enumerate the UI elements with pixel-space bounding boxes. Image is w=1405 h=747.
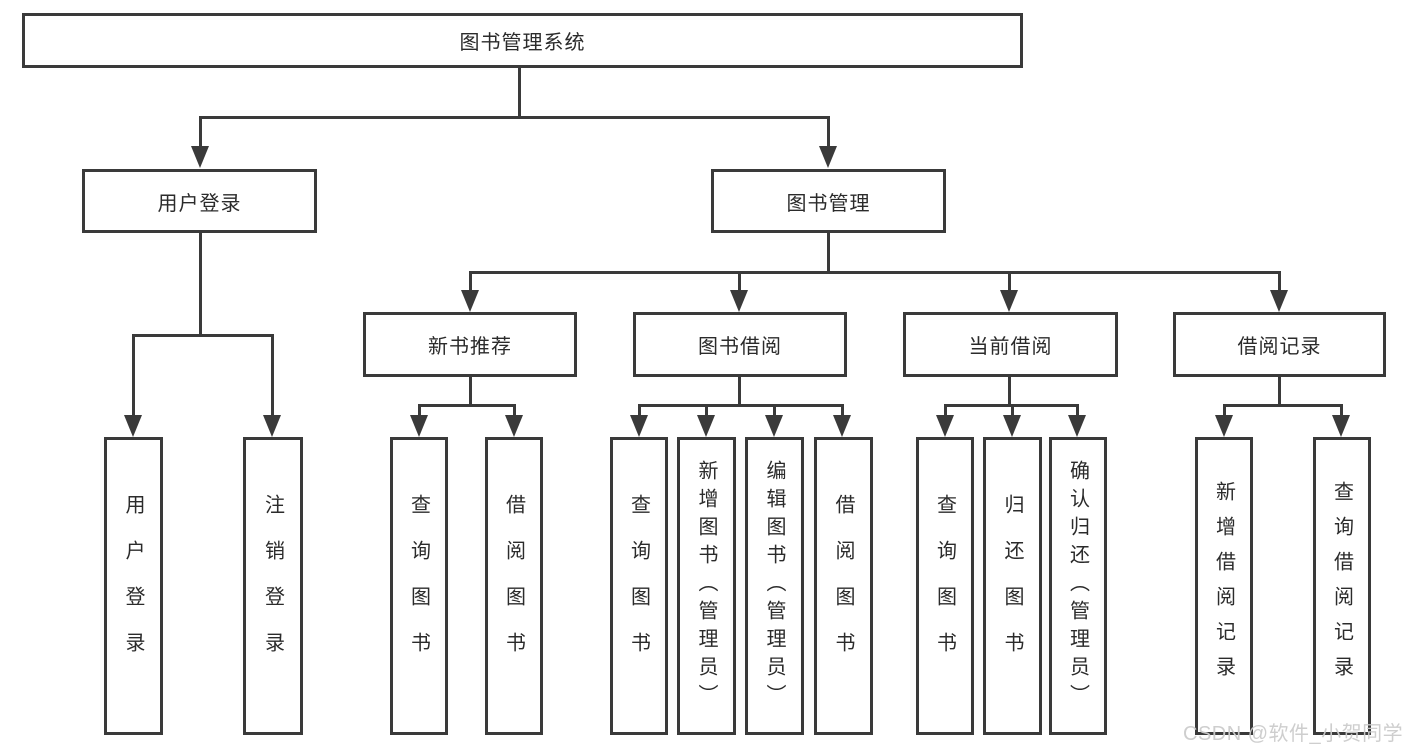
connector-leaf-stem bbox=[1278, 271, 1281, 290]
connector-leaf-stem bbox=[1008, 271, 1011, 290]
connector-leaf-stem bbox=[1340, 404, 1343, 415]
connector-group-bus bbox=[1223, 404, 1343, 407]
arrow-down-icon bbox=[461, 290, 479, 312]
connector-group-stem bbox=[1278, 377, 1281, 407]
connector-leaf-stem bbox=[1011, 404, 1014, 415]
leaf-borrow-books-recommend: 借阅图书 bbox=[485, 437, 543, 735]
connector-leaf-stem bbox=[271, 334, 274, 415]
connector-root-stem bbox=[518, 68, 521, 117]
node-book-management: 图书管理 bbox=[711, 169, 946, 233]
connector-leaf-stem bbox=[1076, 404, 1079, 415]
node-user-login: 用户登录 bbox=[82, 169, 317, 233]
connector-login-bus bbox=[132, 334, 274, 337]
connector-leaf-stem bbox=[944, 404, 947, 415]
leaf-query-books-borrow: 查询图书 bbox=[610, 437, 668, 735]
leaf-user-login: 用户登录 bbox=[104, 437, 163, 735]
leaf-add-borrow-record: 新增借阅记录 bbox=[1195, 437, 1253, 735]
node-current-borrow: 当前借阅 bbox=[903, 312, 1118, 377]
leaf-query-books-current: 查询图书 bbox=[916, 437, 974, 735]
connector-group-bus bbox=[418, 404, 515, 407]
leaf-query-books-recommend: 查询图书 bbox=[390, 437, 448, 735]
arrow-down-icon bbox=[730, 290, 748, 312]
arrow-down-icon bbox=[1270, 290, 1288, 312]
connector-group-stem bbox=[469, 377, 472, 407]
connector-user-login-stem bbox=[199, 116, 202, 147]
arrow-down-icon bbox=[819, 146, 837, 168]
connector-leaf-stem bbox=[705, 404, 708, 415]
csdn-watermark: CSDN @软件_小贺同学 bbox=[1183, 723, 1404, 745]
leaf-logout-login: 注销登录 bbox=[243, 437, 303, 735]
connector-book-mgmt-stem bbox=[827, 116, 830, 147]
arrow-down-icon bbox=[1215, 415, 1233, 437]
arrow-down-icon bbox=[630, 415, 648, 437]
arrow-down-icon bbox=[697, 415, 715, 437]
arrow-down-icon bbox=[765, 415, 783, 437]
connector-leaf-stem bbox=[638, 404, 641, 415]
connector-group-stem bbox=[738, 377, 741, 407]
connector-leaf-stem bbox=[469, 271, 472, 290]
leaf-add-books-admin: 新增图书（管理员） bbox=[677, 437, 736, 735]
node-borrow-records: 借阅记录 bbox=[1173, 312, 1386, 377]
leaf-query-borrow-record: 查询借阅记录 bbox=[1313, 437, 1371, 735]
leaf-borrow-books: 借阅图书 bbox=[814, 437, 873, 735]
connector-leaf-stem bbox=[513, 404, 516, 415]
connector-leaf-stem bbox=[773, 404, 776, 415]
arrow-down-icon bbox=[1003, 415, 1021, 437]
connector-leaf-stem bbox=[841, 404, 844, 415]
arrow-down-icon bbox=[191, 146, 209, 168]
arrow-down-icon bbox=[263, 415, 281, 437]
node-library-management-system: 图书管理系统 bbox=[22, 13, 1023, 68]
connector-leaf-stem bbox=[418, 404, 421, 415]
node-book-borrow: 图书借阅 bbox=[633, 312, 847, 377]
node-new-book-recommend: 新书推荐 bbox=[363, 312, 577, 377]
leaf-confirm-return-admin: 确认归还（管理员） bbox=[1049, 437, 1107, 735]
arrow-down-icon bbox=[1332, 415, 1350, 437]
arrow-down-icon bbox=[1000, 290, 1018, 312]
connector-leaf-stem bbox=[738, 271, 741, 290]
arrow-down-icon bbox=[1068, 415, 1086, 437]
leaf-edit-books-admin: 编辑图书（管理员） bbox=[745, 437, 804, 735]
arrow-down-icon bbox=[833, 415, 851, 437]
connector-group-bus bbox=[638, 404, 844, 407]
arrow-down-icon bbox=[124, 415, 142, 437]
arrow-down-icon bbox=[410, 415, 428, 437]
connector-leaf-stem bbox=[1223, 404, 1226, 415]
connector-root-bus bbox=[199, 116, 830, 119]
arrow-down-icon bbox=[505, 415, 523, 437]
connector-mgmt-bus bbox=[469, 271, 1281, 274]
connector-login-stem bbox=[199, 233, 202, 336]
connector-mgmt-stem bbox=[827, 233, 830, 273]
connector-group-stem bbox=[1008, 377, 1011, 407]
connector-leaf-stem bbox=[132, 334, 135, 415]
leaf-return-books: 归还图书 bbox=[983, 437, 1042, 735]
arrow-down-icon bbox=[936, 415, 954, 437]
